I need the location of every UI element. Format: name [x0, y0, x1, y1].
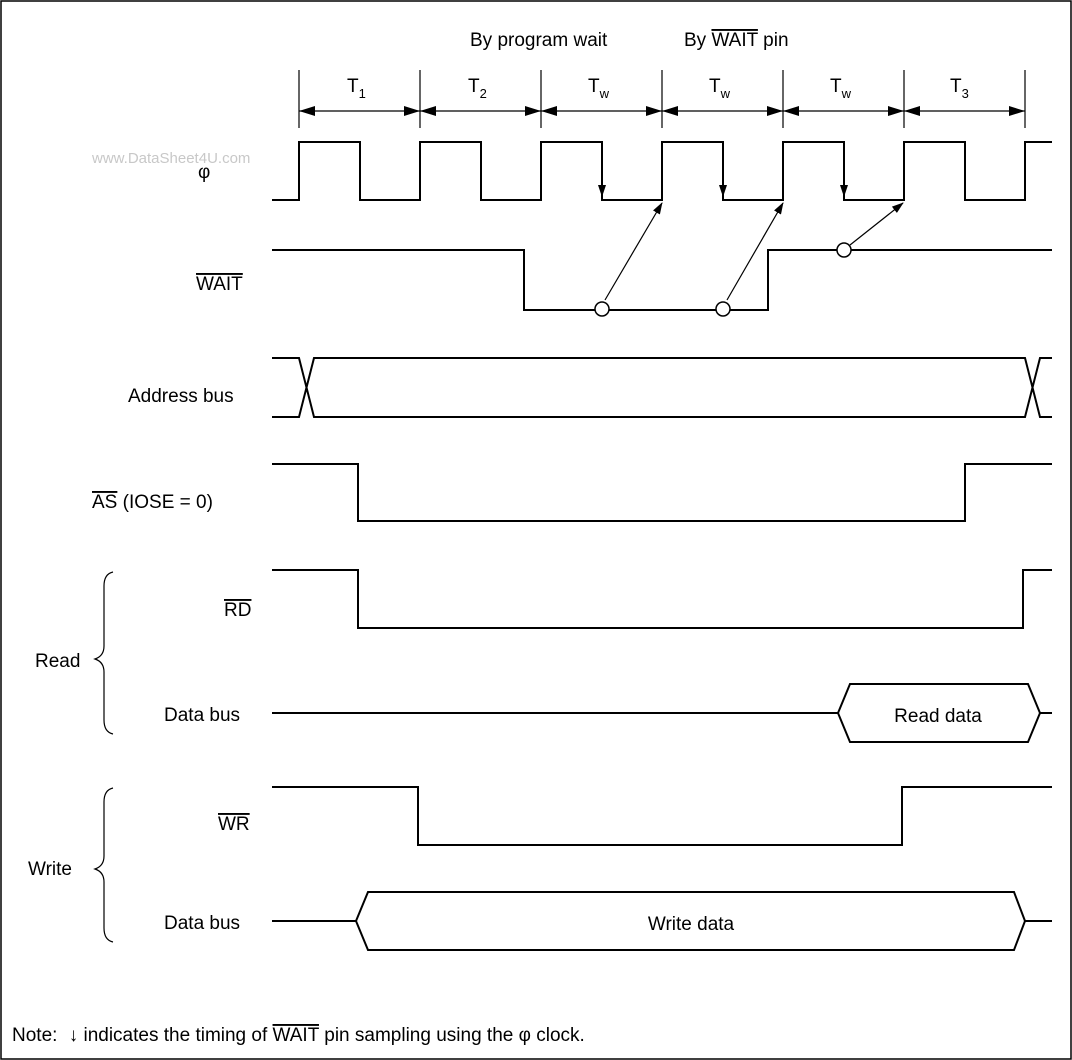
address-bus-waveform [272, 357, 1052, 418]
read-data-bus-waveform [272, 683, 1052, 743]
write-data-label: Write data [648, 914, 735, 935]
as-label: AS (IOSE = 0) [92, 492, 213, 513]
by-wait-pin-label: By WAIT pin [684, 30, 789, 51]
write-data-bus-waveform [272, 891, 1052, 951]
wr-waveform [272, 786, 1052, 846]
state-label-tw-2: Tw [709, 76, 731, 101]
by-program-wait-label: By program wait [470, 30, 608, 51]
write-brace [93, 787, 114, 943]
state-label-t1: T1 [347, 76, 366, 101]
state-label-t2: T2 [468, 76, 487, 101]
wait-waveform [272, 249, 1052, 311]
phi-label: φ [198, 162, 210, 183]
wait-label: WAIT [196, 274, 243, 295]
state-label-tw-3: Tw [830, 76, 852, 101]
as-waveform [272, 463, 1052, 522]
read-data-label: Read data [894, 706, 982, 727]
wr-label: WR [218, 814, 250, 835]
write-data-bus-label: Data bus [164, 913, 240, 934]
state-label-tw-1: Tw [588, 76, 610, 101]
note-text: Note: ↓ indicates the timing of WAIT pin… [12, 1025, 585, 1046]
wait-causal-arrows [604, 202, 904, 301]
phi-clock-waveform [272, 141, 1052, 201]
state-dimension-lines [298, 70, 1026, 128]
rd-waveform [272, 569, 1052, 629]
write-group-label: Write [28, 859, 72, 880]
wait-sample-points [594, 242, 852, 317]
address-bus-label: Address bus [128, 386, 234, 407]
wait-sampling-ticks [598, 145, 848, 197]
watermark: www.DataSheet4U.com [91, 150, 250, 167]
read-data-bus-label: Data bus [164, 705, 240, 726]
read-brace [93, 571, 114, 735]
rd-label: RD [224, 600, 251, 621]
state-label-t3: T3 [950, 76, 969, 101]
read-group-label: Read [35, 651, 80, 672]
